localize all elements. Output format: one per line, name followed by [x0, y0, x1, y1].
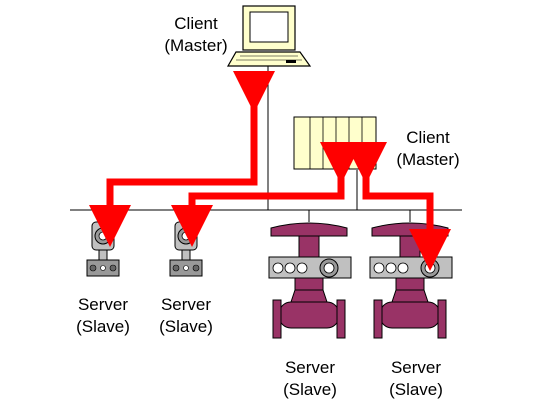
server-2-label: Server (Slave) — [141, 294, 231, 338]
label-line: (Slave) — [76, 317, 130, 336]
server-3-label: Server (Slave) — [260, 357, 360, 401]
pressure-transmitter-icon — [86, 221, 120, 277]
server-4-label: Server (Slave) — [366, 357, 466, 401]
label-line: Server — [390, 358, 442, 377]
server-1-label: Server (Slave) — [58, 294, 148, 338]
label-line: (Slave) — [389, 380, 443, 399]
label-line: Server — [160, 295, 212, 314]
communication-arrows — [89, 71, 451, 271]
label-line: (Slave) — [159, 317, 213, 336]
label-line: Client — [174, 14, 218, 33]
arrow-plc-to-server-2 — [171, 142, 362, 247]
arrow-pc-to-server-1 — [89, 71, 275, 247]
label-line: (Master) — [396, 150, 460, 169]
label-line: Server — [77, 295, 129, 314]
client-pc-label: Client (Master) — [146, 13, 246, 57]
label-line: Client — [406, 128, 450, 147]
label-line: Server — [284, 358, 336, 377]
client-plc-label: Client (Master) — [378, 127, 478, 171]
computer-icon — [226, 5, 312, 67]
plc-rack-icon — [293, 116, 377, 170]
arrow-plc-to-server-4 — [345, 142, 451, 271]
label-line: (Master) — [164, 36, 228, 55]
control-valve-icon — [268, 222, 352, 339]
pressure-transmitter-icon — [169, 221, 203, 277]
control-valve-icon — [369, 222, 453, 339]
label-line: (Slave) — [283, 380, 337, 399]
